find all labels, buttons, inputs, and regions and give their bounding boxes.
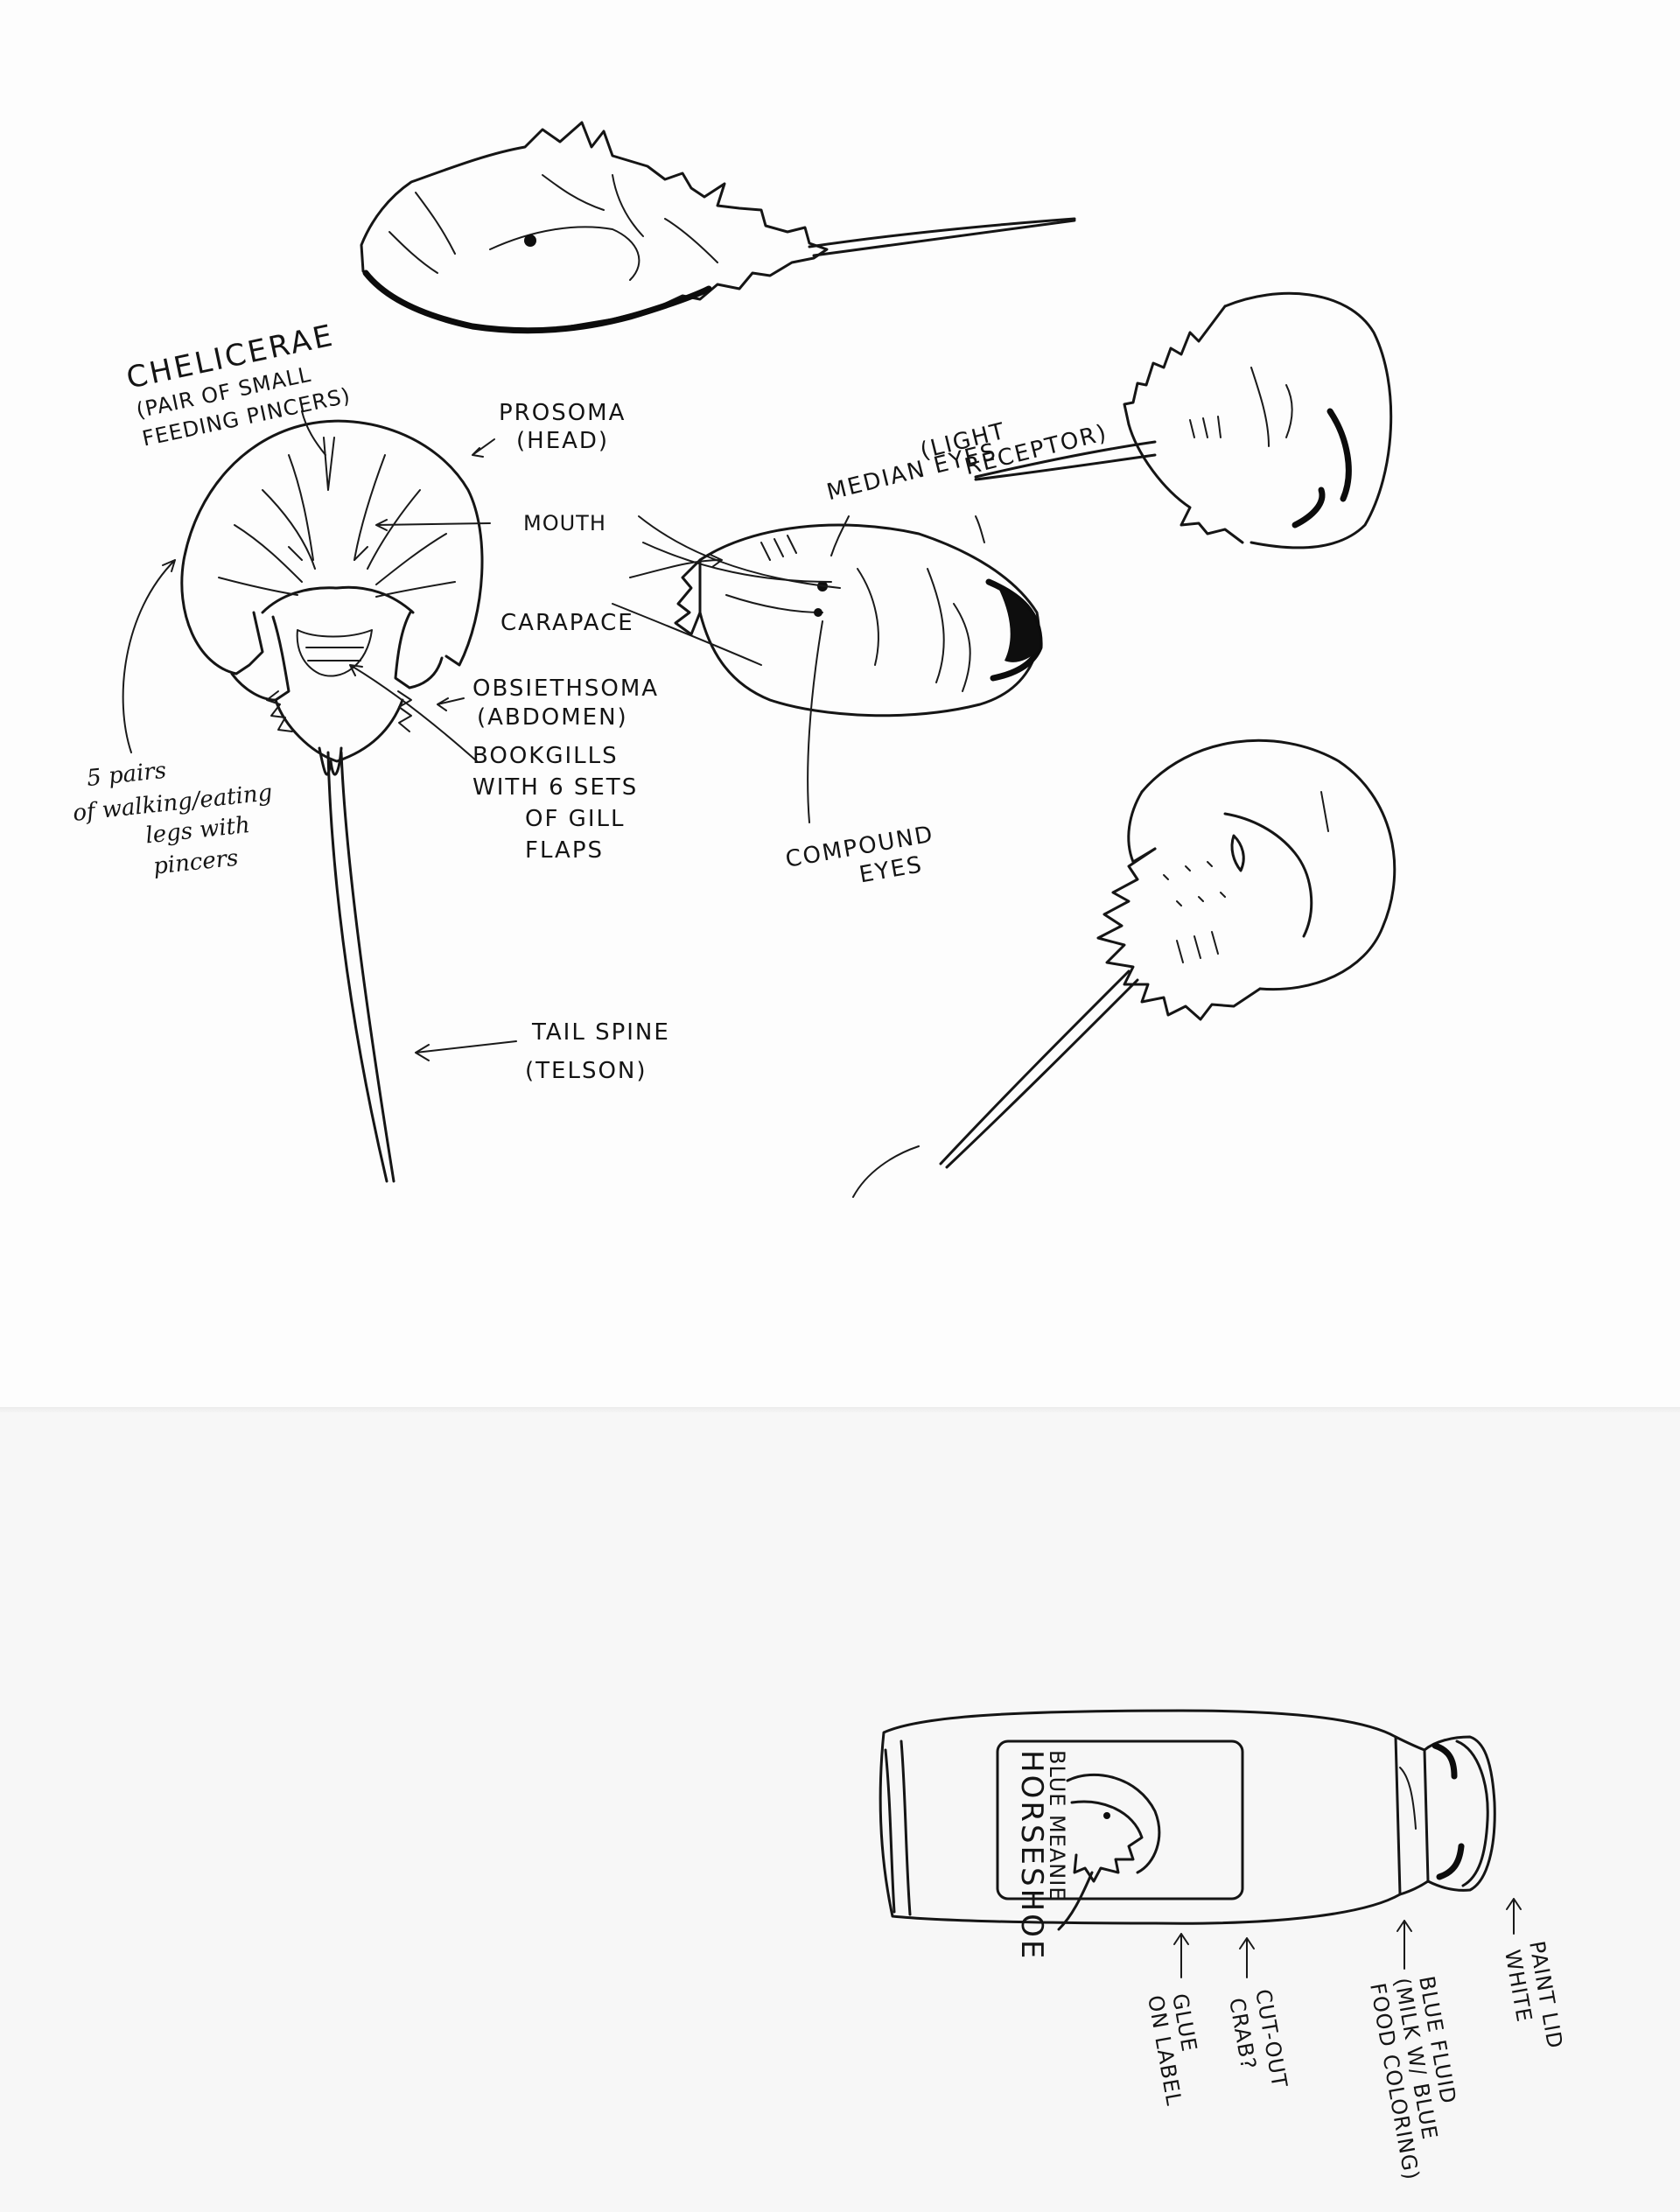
- bottle-note-lid: PAINT LID WHITE: [1500, 1939, 1567, 2051]
- svg-text:OF GILL: OF GILL: [525, 806, 625, 832]
- mouth-label: MOUTH: [523, 511, 606, 536]
- crab-underside-diagram: [180, 419, 484, 1183]
- svg-text:BOOKGILLS: BOOKGILLS: [472, 743, 619, 769]
- carapace-label: CARAPACE: [500, 610, 634, 636]
- page-seam: [0, 1407, 1680, 1412]
- compound-eyes-label: COMPOUND EYES: [783, 822, 935, 889]
- chelicerae-label: CHELICERAE (PAIR OF SMALL FEEDING PINCER…: [123, 318, 353, 451]
- svg-text:BLUE MEANIE: BLUE MEANIE: [1045, 1750, 1069, 1900]
- bottle-label-text: HORSESHOE BLUE MEANIE: [1014, 1750, 1069, 1961]
- crab-dorsal-upper-right: [974, 291, 1393, 550]
- book-gills-label: BOOKGILLS WITH 6 SETS OF GILL FLAPS: [472, 743, 638, 864]
- svg-text:(TELSON): (TELSON): [525, 1058, 648, 1084]
- leader-lines: [122, 410, 1522, 1978]
- bottle-note-cutout: CUT-OUT CRAB?: [1224, 1987, 1292, 2090]
- svg-text:OBSIETHSOMA: OBSIETHSOMA: [472, 676, 659, 702]
- median-eyes-label: MEDIAN EYES (LIGHT RECEPTOR): [824, 418, 1110, 507]
- svg-text:pincers: pincers: [152, 845, 240, 880]
- svg-text:WITH 6 SETS: WITH 6 SETS: [472, 774, 638, 801]
- svg-text:(HEAD): (HEAD): [516, 428, 609, 454]
- bottle-sketch: [878, 1709, 1496, 1931]
- svg-text:PROSOMA: PROSOMA: [499, 400, 626, 426]
- walking-legs-label: 5 pairs of walking/eating legs with pinc…: [72, 758, 274, 880]
- opisthosoma-label: OBSIETHSOMA (ABDOMEN): [472, 676, 659, 731]
- svg-text:HORSESHOE: HORSESHOE: [1014, 1750, 1049, 1961]
- prosoma-label: PROSOMA (HEAD): [499, 400, 626, 454]
- svg-text:(ABDOMEN): (ABDOMEN): [477, 704, 628, 731]
- svg-text:CARAPACE: CARAPACE: [500, 610, 634, 636]
- svg-text:FLAPS: FLAPS: [525, 837, 604, 864]
- crab-center-view: [674, 523, 1043, 718]
- svg-text:MOUTH: MOUTH: [523, 511, 606, 536]
- crab-dorsal-lower-right: [852, 738, 1396, 1198]
- bottle-note-liquid: BLUE FLUID (MILK W/ BLUE FOOD COLORING): [1365, 1974, 1460, 2182]
- lower-sheet: [0, 1410, 1680, 2212]
- bottle-note-glue: GLUE ON LABEL: [1143, 1992, 1201, 2108]
- crab-side-view-top: [360, 121, 1076, 334]
- tail-spine-label: TAIL SPINE (TELSON): [525, 1019, 670, 1084]
- svg-text:TAIL SPINE: TAIL SPINE: [531, 1019, 670, 1046]
- svg-text:5 pairs: 5 pairs: [86, 758, 168, 792]
